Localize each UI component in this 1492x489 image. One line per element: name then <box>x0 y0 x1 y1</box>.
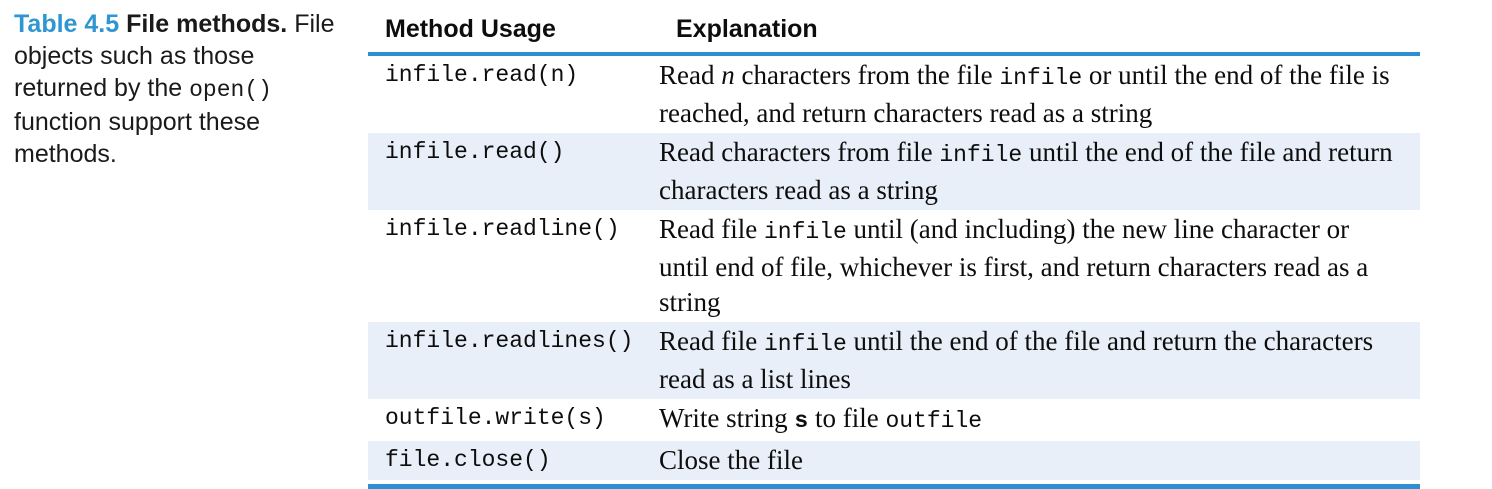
text-segment: Read characters from file <box>659 137 940 167</box>
text-segment: Write string <box>659 403 795 433</box>
method-cell: infile.readline() <box>385 216 620 242</box>
text-segment: Read file <box>659 326 764 356</box>
caption-body: File objects such as those returned by t… <box>14 10 334 168</box>
table-caption: Table 4.5 File methods. File objects suc… <box>14 8 344 170</box>
text-segment: infile <box>763 331 847 357</box>
caption-title: File methods. <box>119 10 288 38</box>
column-header-method-usage: Method Usage <box>385 15 556 43</box>
table-body: infile.read(n) Read n characters from the… <box>368 56 1420 480</box>
text-segment: open() <box>189 77 272 103</box>
text-segment: n <box>721 60 735 90</box>
text-segment: outfile <box>885 408 983 434</box>
column-header-explanation: Explanation <box>676 15 818 43</box>
text-segment: Read <box>659 60 722 90</box>
table-row: infile.readlines() Read file infile until… <box>368 322 1420 399</box>
explanation-cell: Write string s to file outfile <box>659 401 1407 439</box>
text-segment: function support these methods. <box>14 108 260 168</box>
method-cell: infile.read() <box>385 139 565 165</box>
text-segment: s <box>794 408 809 434</box>
text-segment: infile <box>999 65 1083 91</box>
table-row: file.close() Close the file <box>368 441 1420 480</box>
text-segment: characters from the file <box>734 60 1000 90</box>
table-header-row: Method Usage Explanation <box>368 8 1420 52</box>
file-methods-table: Method Usage Explanation infile.read(n) R… <box>368 8 1420 489</box>
method-cell: infile.read(n) <box>385 62 579 88</box>
text-segment: Close the file <box>659 445 803 475</box>
text-segment: or until the end of the file is reached,… <box>659 60 1390 128</box>
method-cell: file.close() <box>385 447 551 473</box>
bottom-rule <box>368 484 1420 489</box>
text-segment: until (and including) the new line chara… <box>659 214 1369 317</box>
method-cell: infile.readlines() <box>385 328 634 354</box>
explanation-cell: Read n characters from the file infile o… <box>659 58 1407 131</box>
text-segment: infile <box>763 219 847 245</box>
explanation-cell: Read file infile until (and including) t… <box>659 212 1407 320</box>
text-segment: to file <box>808 403 886 433</box>
caption-number: Table 4.5 <box>14 10 120 38</box>
table-row: infile.read() Read characters from file i… <box>368 133 1420 210</box>
explanation-cell: Close the file <box>659 443 1407 478</box>
table-row: outfile.write(s) Write string s to file o… <box>368 399 1420 441</box>
table-row: infile.read(n) Read n characters from the… <box>368 56 1420 133</box>
method-cell: outfile.write(s) <box>385 405 606 431</box>
explanation-cell: Read file infile until the end of the fi… <box>659 324 1407 397</box>
explanation-cell: Read characters from file infile until t… <box>659 135 1407 208</box>
text-segment: infile <box>939 142 1023 168</box>
table-row: infile.readline() Read file infile until … <box>368 210 1420 322</box>
text-segment: Read file <box>659 214 764 244</box>
text-segment: until the end of the file and return the… <box>659 326 1374 394</box>
header-rule <box>368 52 1420 56</box>
text-segment: until the end of the file and return cha… <box>659 137 1393 205</box>
text-segment: File objects such as those returned by t… <box>14 10 335 102</box>
